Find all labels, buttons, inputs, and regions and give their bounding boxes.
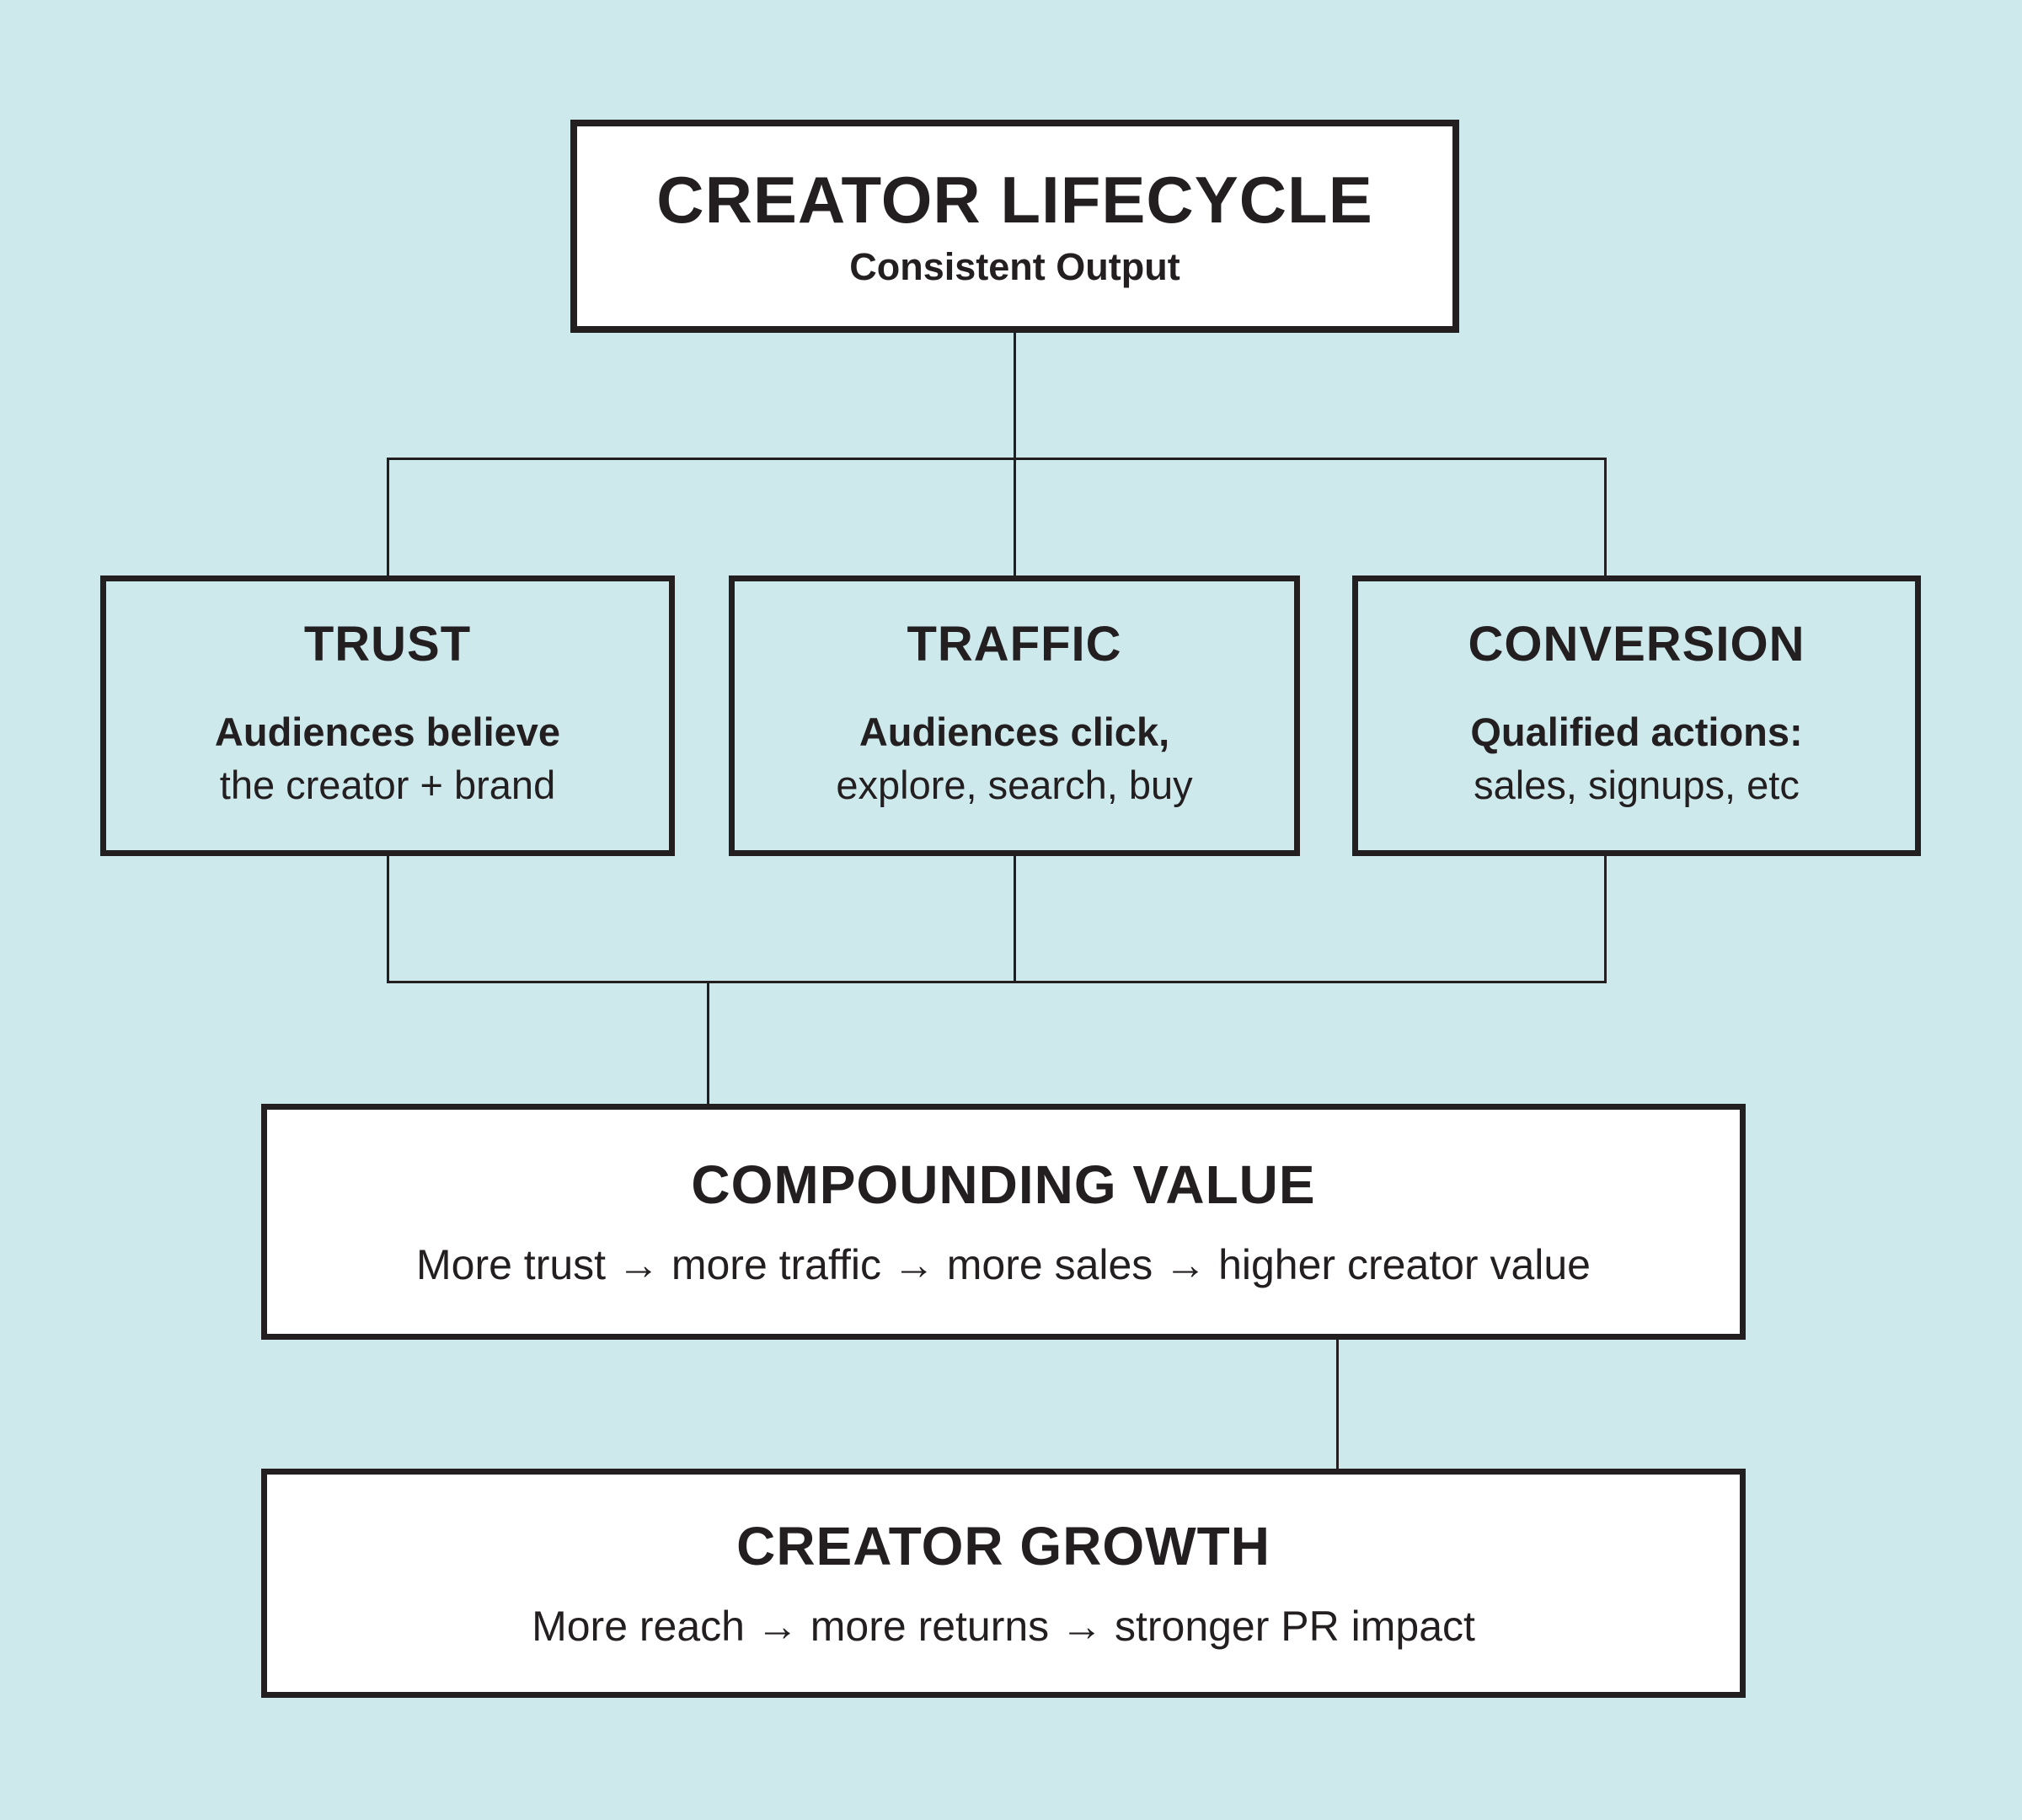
connector-bus2-to-compounding bbox=[707, 981, 709, 1104]
conversion-box: CONVERSION Qualified actions: sales, sig… bbox=[1352, 575, 1921, 856]
creator-growth-body: More reach → more returns → stronger PR … bbox=[532, 1603, 1475, 1650]
creator-growth-box: CREATOR GROWTH More reach → more returns… bbox=[261, 1469, 1746, 1698]
creator-lifecycle-subtitle: Consistent Output bbox=[849, 245, 1180, 288]
connector-bus1 bbox=[387, 458, 1607, 460]
traffic-title: TRAFFIC bbox=[907, 617, 1122, 672]
compounding-value-box: COMPOUNDING VALUE More trust → more traf… bbox=[261, 1104, 1746, 1340]
trust-line1: Audiences believe bbox=[214, 709, 561, 755]
compounding-value-body: More trust → more traffic → more sales →… bbox=[416, 1241, 1591, 1288]
creator-lifecycle-box: CREATOR LIFECYCLE Consistent Output bbox=[570, 120, 1459, 333]
connector-conversion-to-bus2 bbox=[1604, 856, 1607, 981]
connector-trust-to-bus2 bbox=[387, 856, 389, 981]
connector-bus1-to-traffic bbox=[1014, 458, 1016, 575]
traffic-body: Audiences click, explore, search, buy bbox=[836, 706, 1192, 811]
conversion-line1: Qualified actions: bbox=[1470, 709, 1803, 755]
conversion-line2: sales, signups, etc bbox=[1474, 762, 1800, 807]
conversion-title: CONVERSION bbox=[1468, 617, 1805, 672]
trust-box: TRUST Audiences believe the creator + br… bbox=[100, 575, 675, 856]
trust-line2: the creator + brand bbox=[219, 762, 556, 807]
trust-title: TRUST bbox=[303, 617, 472, 672]
creator-lifecycle-title: CREATOR LIFECYCLE bbox=[656, 163, 1373, 237]
connector-bus1-to-conversion bbox=[1604, 458, 1607, 575]
connector-traffic-to-bus2 bbox=[1014, 856, 1016, 981]
connector-compounding-to-growth bbox=[1336, 1340, 1339, 1469]
conversion-body: Qualified actions: sales, signups, etc bbox=[1470, 706, 1802, 811]
traffic-box: TRAFFIC Audiences click, explore, search… bbox=[729, 575, 1300, 856]
traffic-line2: explore, search, buy bbox=[836, 762, 1193, 807]
creator-growth-title: CREATOR GROWTH bbox=[736, 1516, 1270, 1576]
connector-root-to-bus1 bbox=[1014, 333, 1016, 458]
connector-bus2 bbox=[387, 981, 1607, 983]
trust-body: Audiences believe the creator + brand bbox=[215, 706, 560, 811]
traffic-line1: Audiences click, bbox=[859, 709, 1170, 755]
compounding-value-title: COMPOUNDING VALUE bbox=[691, 1154, 1316, 1215]
connector-bus1-to-trust bbox=[387, 458, 389, 575]
